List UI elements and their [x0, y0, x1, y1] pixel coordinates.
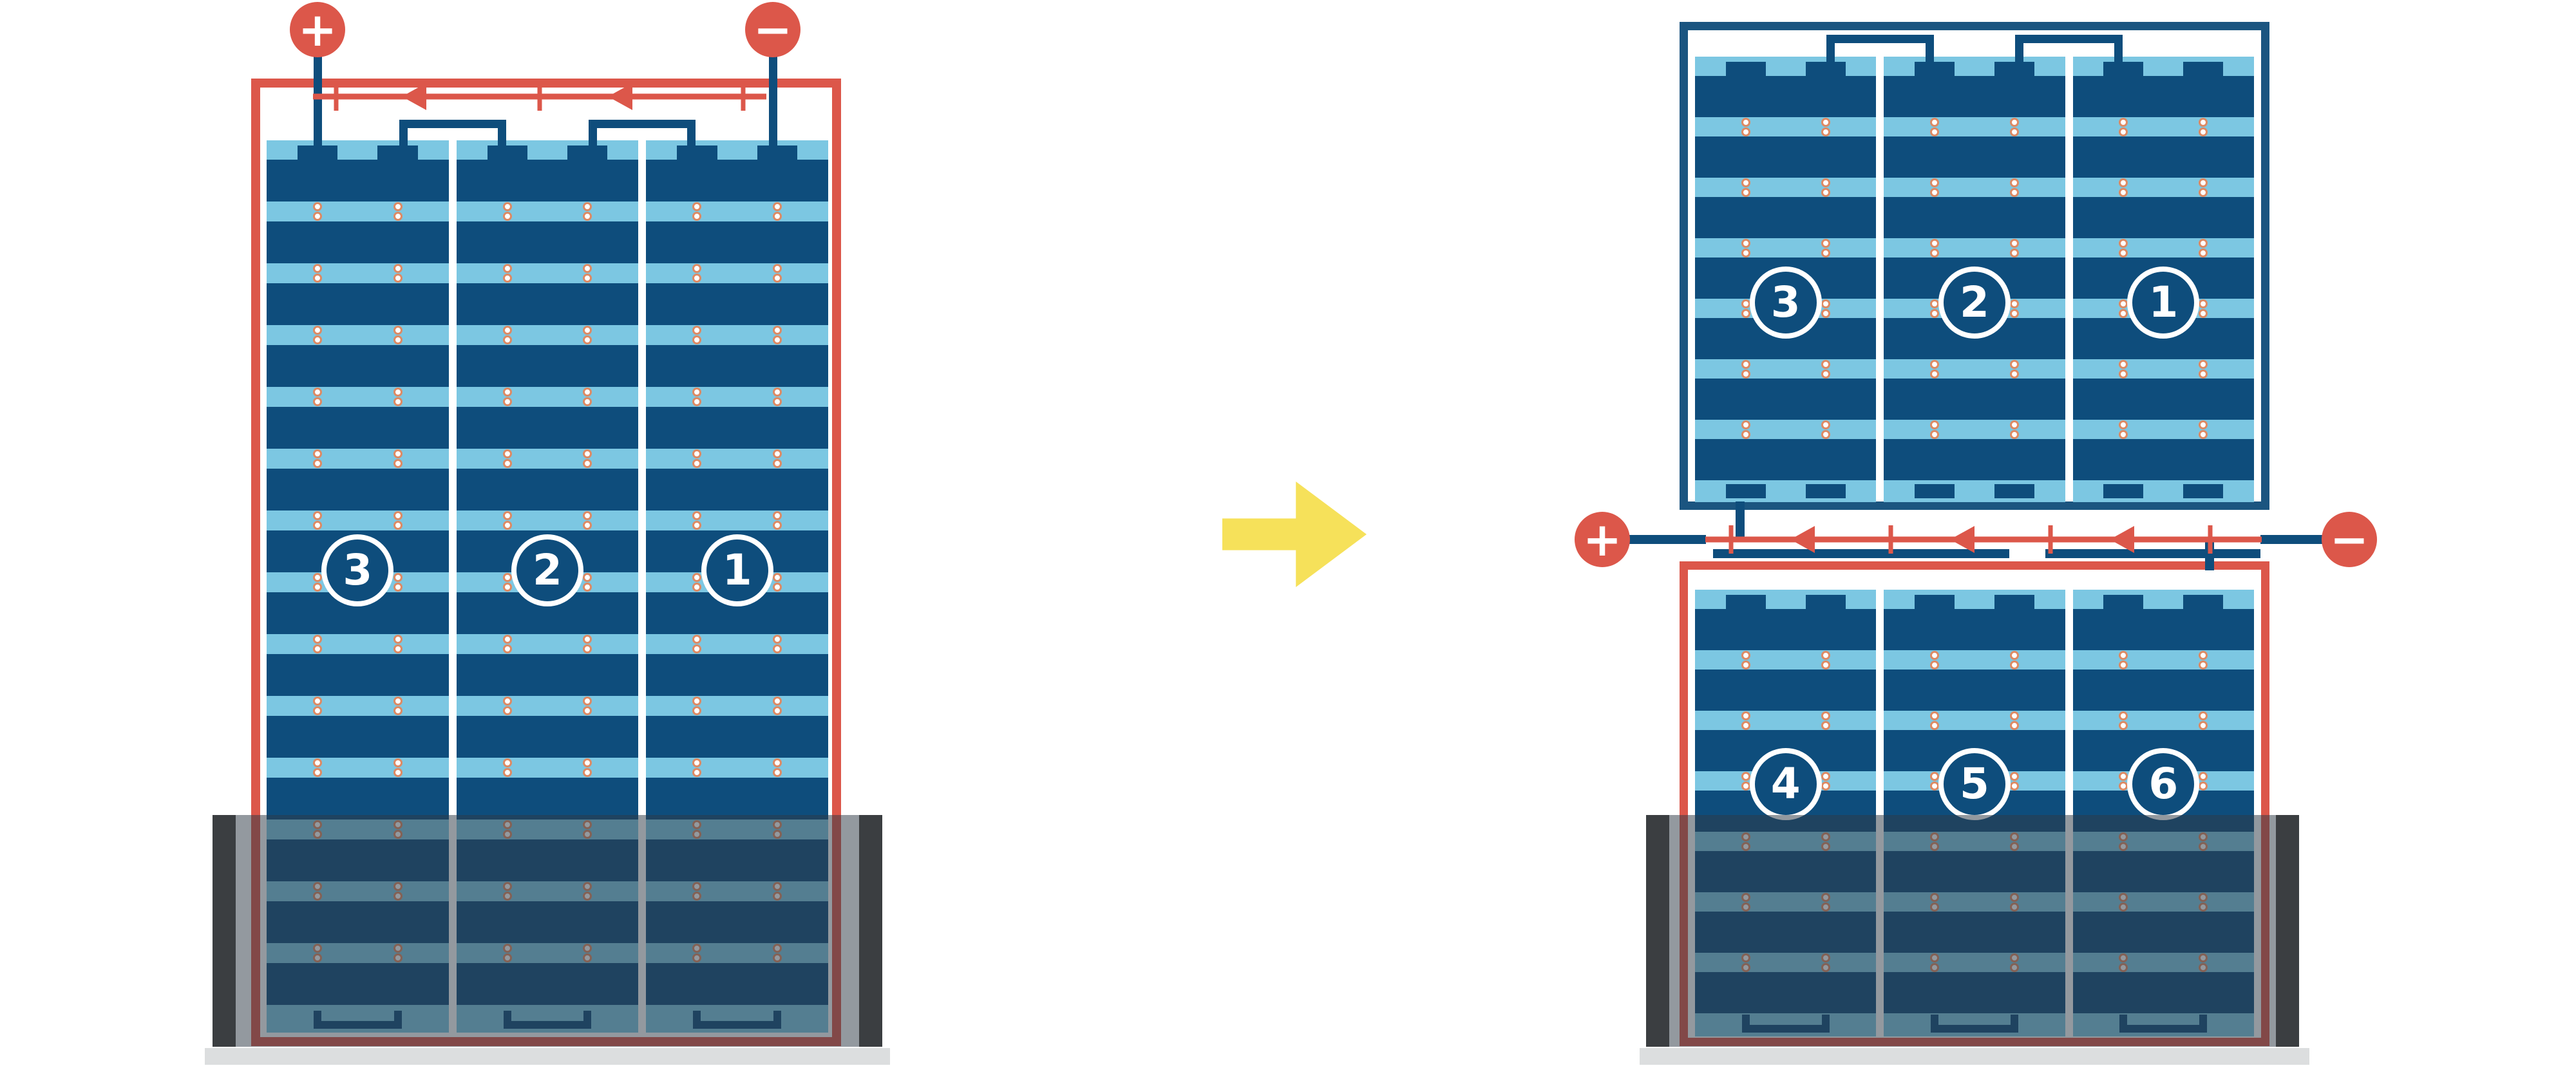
series-jumper [1713, 549, 2009, 558]
series-jumper-stub [399, 120, 408, 149]
string-number: 3 [343, 545, 373, 595]
shade-post-left [213, 815, 236, 1047]
top-pv-array: 3 2 1 [1695, 57, 2254, 502]
minus-terminal: − [2322, 512, 2377, 567]
string-number: 3 [1770, 277, 1801, 327]
series-jumper [399, 120, 506, 128]
string-number: 2 [533, 545, 562, 595]
transform-arrow-icon [1222, 482, 1367, 587]
series-jumper-stub [589, 120, 597, 149]
positive-lead [314, 55, 322, 151]
ground-line [205, 1048, 890, 1065]
string-number: 6 [2148, 759, 2179, 809]
current-arrow-icon [2110, 526, 2134, 553]
pv-cells [2072, 57, 2254, 502]
string-number-badge: 6 [2127, 748, 2200, 820]
string-number-badge: 2 [1938, 267, 2011, 339]
pv-string: 2 [1884, 57, 2065, 502]
series-jumper [2045, 549, 2260, 558]
string-number: 2 [1960, 277, 1989, 327]
shade-post-right [2276, 815, 2299, 1047]
shade-post-right [859, 815, 882, 1047]
shade-overlay [213, 815, 882, 1047]
plus-icon: + [1582, 512, 1622, 567]
pv-string: 3 [1695, 57, 1877, 502]
minus-icon: − [753, 3, 793, 57]
current-arrow-icon [1790, 526, 1815, 553]
array-frame [251, 79, 841, 1046]
ground-line [1640, 1048, 2309, 1065]
series-jumper [589, 120, 696, 128]
shade-overlay [1646, 815, 2299, 1047]
current-arrow-icon [402, 83, 426, 110]
series-jumper-stub [498, 120, 506, 149]
string-number-badge: 2 [511, 534, 583, 606]
string-number: 1 [2148, 277, 2179, 327]
positive-lead [1629, 535, 1706, 544]
minus-icon: − [2329, 512, 2369, 567]
current-arrow-icon [608, 83, 632, 110]
string-number-badge: 3 [321, 534, 394, 606]
string-number-badge: 1 [2127, 267, 2200, 339]
series-jumper-stub [2114, 35, 2123, 63]
series-jumper-stub [1926, 35, 1934, 63]
string-number: 1 [722, 545, 752, 595]
minus-terminal: − [745, 2, 800, 57]
array-connector-stub [1736, 501, 1745, 540]
series-jumper-stub [687, 120, 696, 149]
string-number-badge: 4 [1749, 748, 1822, 820]
current-flow-wire [1705, 525, 2262, 554]
string-number-badge: 1 [701, 534, 773, 606]
plus-icon: + [298, 3, 337, 57]
top-array-frame [1680, 22, 2269, 510]
series-jumper-stub [1826, 35, 1835, 63]
series-jumper-stub [2015, 35, 2023, 63]
series-jumper [1826, 35, 1934, 43]
string-number: 5 [1960, 759, 1989, 809]
string-number-badge: 3 [1749, 267, 1822, 339]
pv-string: 1 [2072, 57, 2254, 502]
series-jumper [2015, 35, 2123, 43]
negative-lead [769, 55, 777, 151]
negative-lead [2260, 535, 2324, 544]
current-arrow-icon [1950, 526, 1975, 553]
shade-post-left [1646, 815, 1669, 1047]
plus-terminal: + [290, 2, 345, 57]
current-flow-wire [313, 82, 766, 111]
string-number: 4 [1770, 759, 1801, 809]
string-number-badge: 5 [1938, 748, 2011, 820]
plus-terminal: + [1575, 512, 1630, 567]
